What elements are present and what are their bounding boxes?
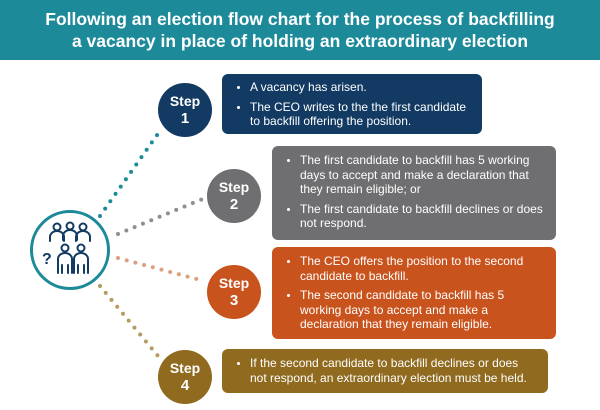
step-2-box: The first candidate to backfill has 5 wo… <box>272 146 556 240</box>
people-question-icon: ? <box>42 221 91 274</box>
connector-step-1 <box>98 126 164 218</box>
step-3-item: The second candidate to backfill has 5 w… <box>300 288 546 332</box>
step-3-number: 3 <box>229 292 239 309</box>
step-2-label: Step <box>218 179 250 195</box>
step-1-box: A vacancy has arisen. The CEO writes to … <box>222 74 482 134</box>
step-2-badge: Step 2 <box>207 169 261 223</box>
step-3-badge: Step 3 <box>207 265 261 319</box>
step-4-badge: Step 4 <box>158 350 212 404</box>
step-2-item: The first candidate to backfill has 5 wo… <box>300 153 546 197</box>
step-3-item: The CEO offers the position to the secon… <box>300 254 546 283</box>
step-1-item: A vacancy has arisen. <box>250 80 472 95</box>
step-4-label: Step <box>169 360 201 376</box>
step-3-label: Step <box>218 275 250 291</box>
step-4-box: If the second candidate to backfill decl… <box>222 349 548 393</box>
connector-step-3 <box>116 256 206 283</box>
step-2-item: The first candidate to backfill declines… <box>300 202 546 231</box>
step-4-item: If the second candidate to backfill decl… <box>250 356 538 385</box>
hub-question-mark: ? <box>42 251 52 268</box>
hub-circle: ? <box>30 210 110 290</box>
step-1-label: Step <box>169 93 201 109</box>
step-4-number: 4 <box>180 377 190 394</box>
connector-step-2 <box>116 196 207 236</box>
step-1-item: The CEO writes to the the first candidat… <box>250 100 472 129</box>
step-1-number: 1 <box>180 110 190 127</box>
title-banner: Following an election flow chart for the… <box>0 0 600 60</box>
step-2-number: 2 <box>229 196 239 213</box>
step-3-box: The CEO offers the position to the secon… <box>272 247 556 339</box>
connector-step-4 <box>98 284 160 358</box>
step-1-badge: Step 1 <box>158 83 212 137</box>
title-line-2: a vacancy in place of holding an extraor… <box>71 31 529 51</box>
title-line-1: Following an election flow chart for the… <box>45 9 555 29</box>
